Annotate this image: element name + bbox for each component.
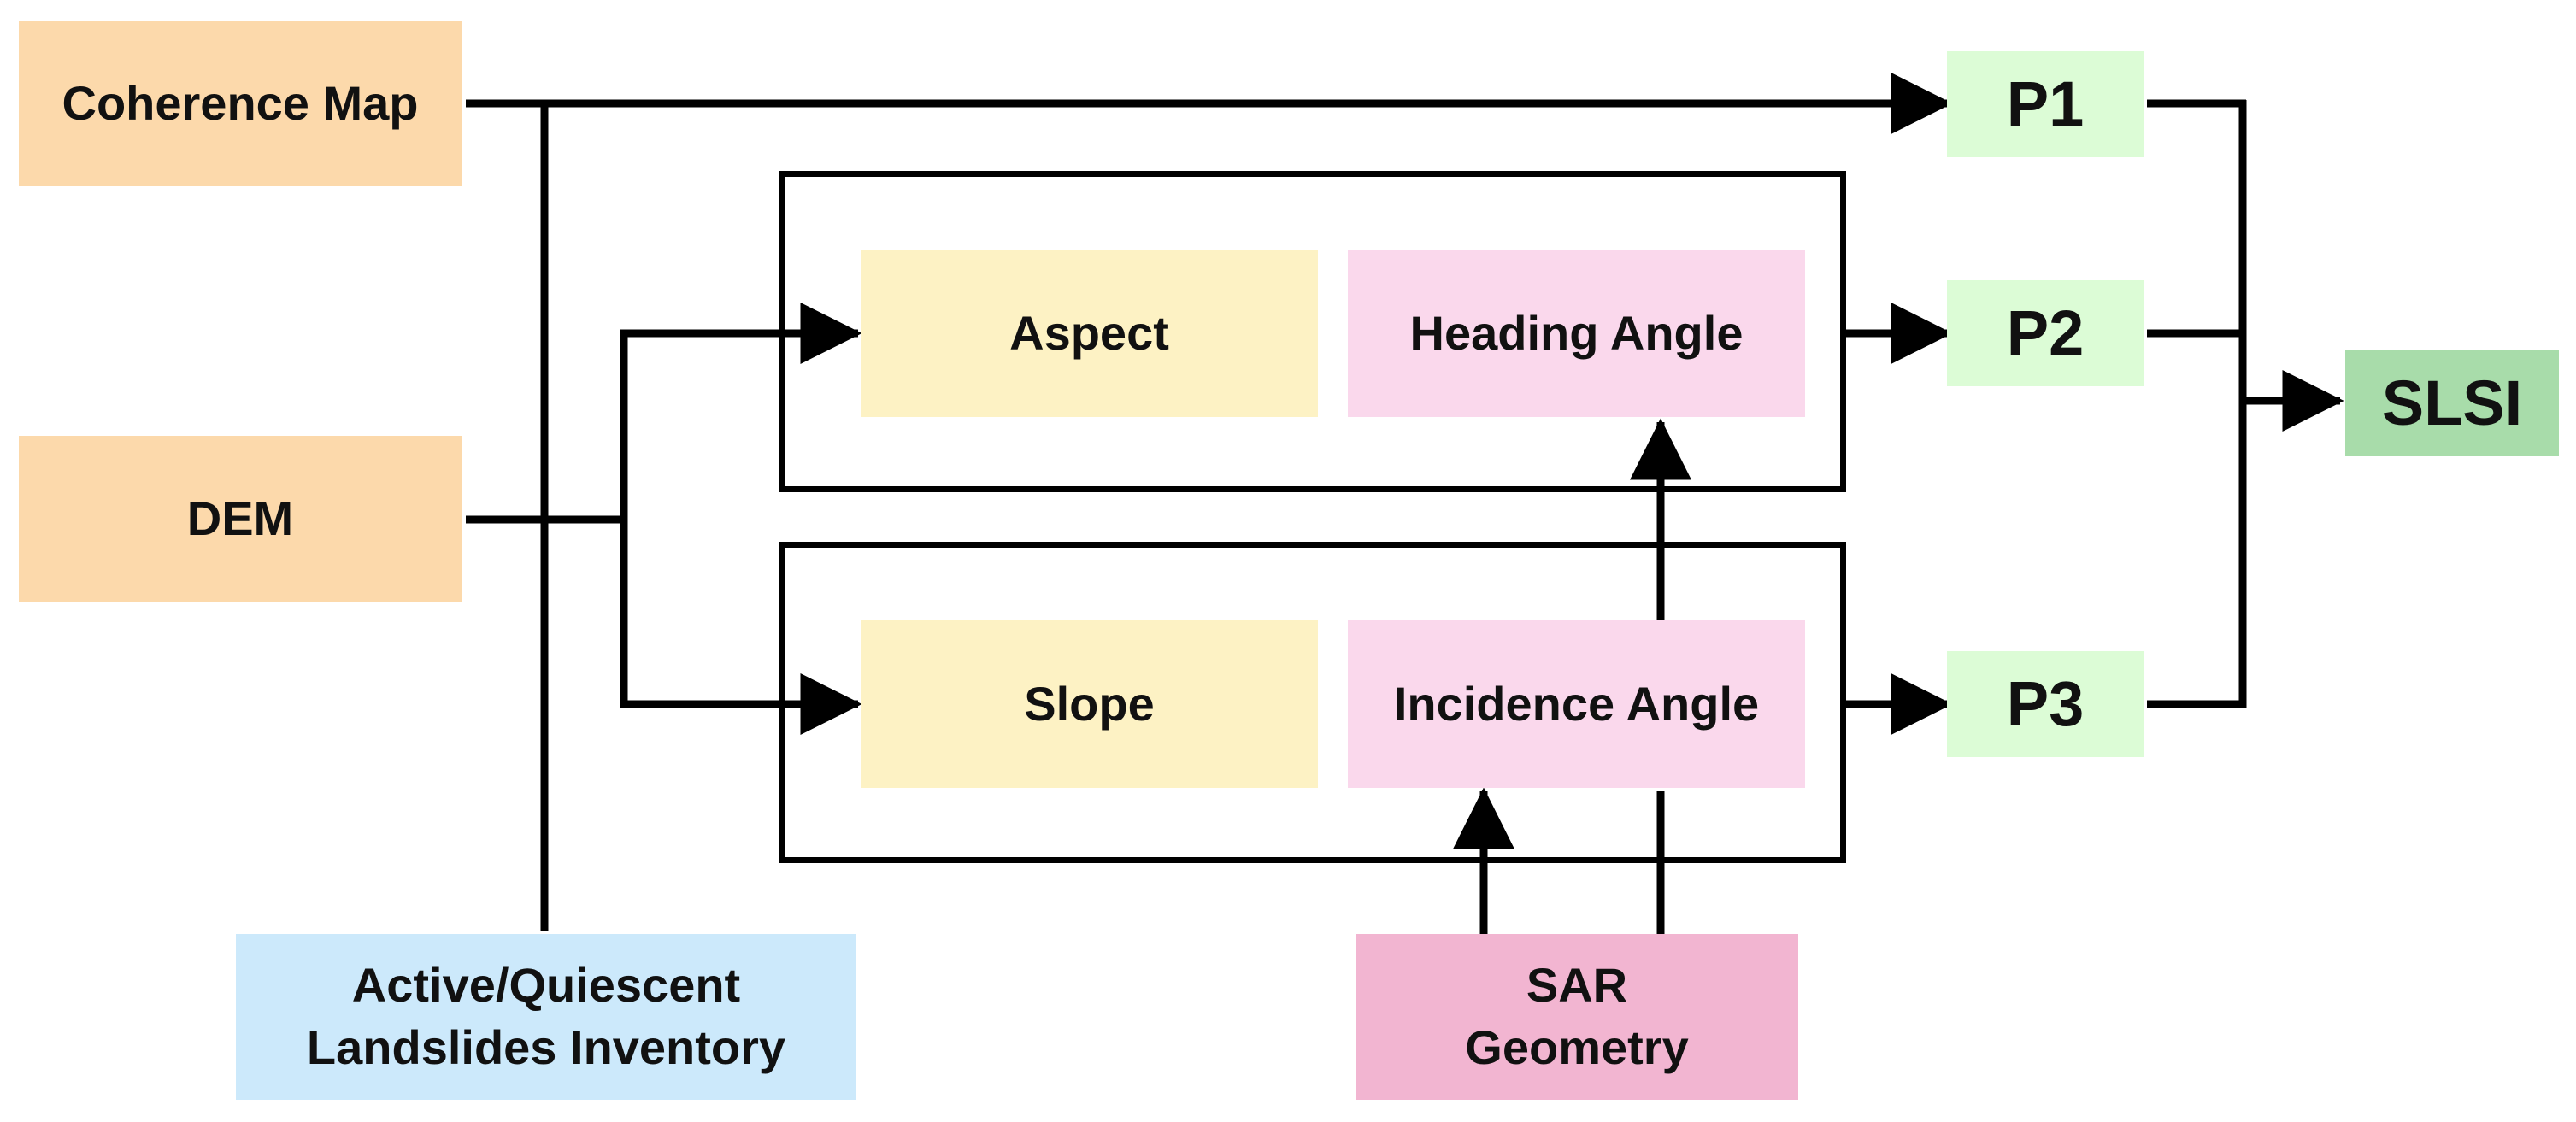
slsi-label: SLSI [2381, 367, 2523, 438]
incidence-angle-label: Incidence Angle [1393, 676, 1760, 731]
dem-label: DEM [186, 491, 294, 545]
slope-box: Slope [861, 620, 1318, 788]
p2-label: P2 [2006, 297, 2085, 368]
slope-label: Slope [1024, 676, 1155, 731]
heading-angle-label: Heading Angle [1409, 305, 1744, 360]
dem-box: DEM [19, 436, 462, 602]
p1-label: P1 [2006, 68, 2085, 139]
p1-box: P1 [1947, 51, 2144, 157]
incidence-angle-box: Incidence Angle [1348, 620, 1805, 788]
landslides-inventory-box: Active/Quiescent Landslides Inventory [236, 934, 856, 1100]
p2-box: P2 [1947, 280, 2144, 386]
p3-box: P3 [1947, 651, 2144, 757]
slope-incidence-group-frame [779, 542, 1846, 863]
aspect-heading-group-frame [779, 171, 1846, 492]
aspect-label: Aspect [1009, 305, 1169, 360]
sar-geometry-line-2: Geometry [1465, 1020, 1689, 1074]
inventory-label-line-2: Landslides Inventory [306, 1020, 786, 1074]
inventory-label-line-1: Active/Quiescent [351, 958, 741, 1013]
p3-label: P3 [2006, 667, 2085, 739]
heading-angle-box: Heading Angle [1348, 250, 1805, 417]
aspect-box: Aspect [861, 250, 1318, 417]
sar-geometry-line-1: SAR [1526, 958, 1628, 1013]
slsi-box: SLSI [2345, 350, 2559, 456]
sar-geometry-box: SAR Geometry [1356, 934, 1798, 1100]
coherence-map-label: Coherence Map [62, 75, 419, 130]
coherence-map-box: Coherence Map [19, 21, 462, 186]
